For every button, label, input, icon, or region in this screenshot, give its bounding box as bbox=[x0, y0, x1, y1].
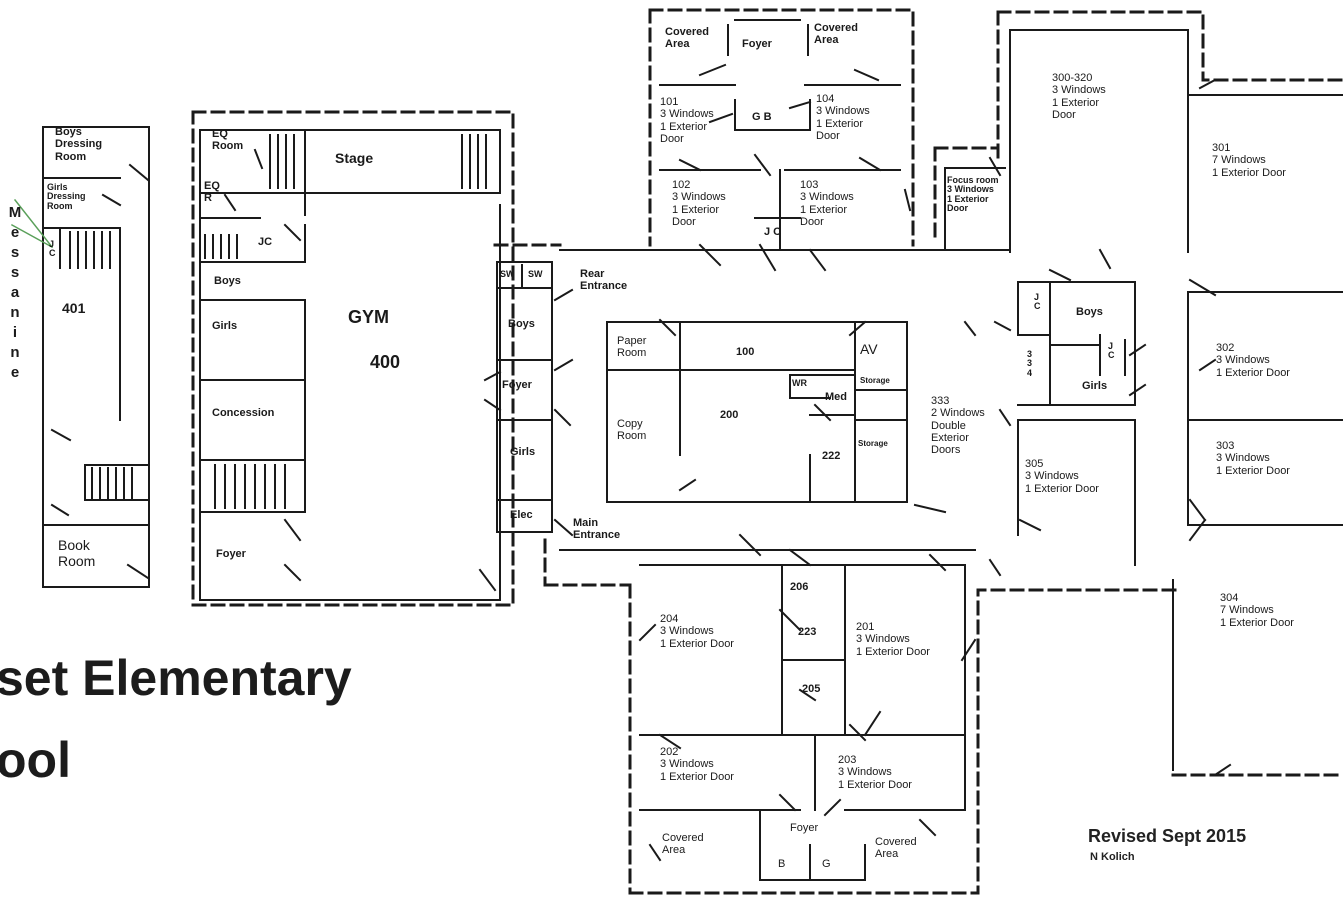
room-jc-center: J C bbox=[764, 226, 782, 238]
room-304: 304 7 Windows 1 Exterior Door bbox=[1220, 592, 1294, 629]
room-boys-center: Boys bbox=[508, 318, 535, 330]
mezzanine-wing bbox=[42, 126, 150, 588]
room-jc-right: J C bbox=[1034, 292, 1041, 312]
revision-note: Revised Sept 2015 bbox=[1088, 826, 1247, 846]
room-girls-gym: Girls bbox=[212, 320, 238, 332]
room-202: 202 3 Windows 1 Exterior Door bbox=[660, 746, 734, 783]
room-av: AV bbox=[860, 341, 878, 357]
room-401: 401 bbox=[62, 300, 86, 316]
room-101: 101 3 Windows 1 Exterior Door bbox=[660, 96, 714, 145]
room-sw-1: SW bbox=[500, 269, 515, 279]
room-concession: Concession bbox=[212, 407, 275, 419]
room-301: 301 7 Windows 1 Exterior Door bbox=[1212, 142, 1286, 179]
room-girls-right: Girls bbox=[1082, 380, 1108, 392]
room-stage: Stage bbox=[335, 150, 374, 166]
room-foyer-center: Foyer bbox=[502, 379, 532, 391]
room-206: 206 bbox=[790, 581, 809, 593]
room-302: 302 3 Windows 1 Exterior Door bbox=[1216, 342, 1290, 379]
school-title-line-2: ool bbox=[0, 732, 71, 788]
mezzanine-callout bbox=[10, 198, 54, 249]
covered-area-bottom-right: Covered Area bbox=[875, 836, 917, 861]
room-223: 223 bbox=[798, 626, 817, 638]
room-foyer-top: Foyer bbox=[742, 38, 772, 50]
room-205: 205 bbox=[802, 683, 821, 695]
mezzanine-label: M e s s a n i n e bbox=[8, 203, 22, 383]
mezzanine-letter: i bbox=[12, 324, 18, 341]
room-303: 303 3 Windows 1 Exterior Door bbox=[1216, 440, 1290, 477]
room-girls-dressing: Girls Dressing Room bbox=[47, 182, 86, 211]
room-eq-r: EQ R bbox=[204, 180, 220, 205]
room-103: 103 3 Windows 1 Exterior Door bbox=[800, 179, 854, 228]
room-400: 400 bbox=[370, 352, 401, 372]
room-gb-restrooms: G B bbox=[752, 111, 772, 123]
room-jc-mezzanine: J C bbox=[49, 239, 56, 259]
mezzanine-letter: s bbox=[10, 264, 20, 281]
mezzanine-letter: e bbox=[10, 224, 20, 241]
mezzanine-letter: e bbox=[10, 364, 20, 381]
room-book: Book Room bbox=[58, 537, 96, 570]
room-334: 3 3 4 bbox=[1027, 349, 1033, 378]
mezzanine-letter: s bbox=[10, 244, 20, 261]
room-gym: GYM bbox=[348, 307, 390, 327]
mezzanine-letter: n bbox=[10, 344, 20, 361]
covered-area-top-right: Covered Area bbox=[814, 22, 859, 47]
room-203: 203 3 Windows 1 Exterior Door bbox=[838, 754, 912, 791]
room-foyer-bottom: Foyer bbox=[790, 822, 819, 834]
room-305: 305 3 Windows 1 Exterior Door bbox=[1025, 458, 1099, 495]
room-jc-right-2: J C bbox=[1108, 341, 1115, 361]
room-copy: Copy Room bbox=[617, 418, 647, 443]
mezzanine-letter: M bbox=[8, 204, 22, 221]
room-paper: Paper Room bbox=[617, 335, 647, 360]
room-boys-right: Boys bbox=[1076, 306, 1103, 318]
room-b-restroom: B bbox=[778, 858, 786, 870]
covered-area-top-left: Covered Area bbox=[665, 26, 710, 51]
room-elec: Elec bbox=[510, 509, 533, 521]
room-300-320: 300-320 3 Windows 1 Exterior Door bbox=[1052, 72, 1106, 121]
rear-entrance: Rear Entrance bbox=[580, 268, 628, 293]
room-storage-2: Storage bbox=[858, 439, 888, 448]
room-333: 333 2 Windows Double Exterior Doors bbox=[931, 395, 985, 457]
room-med: Med bbox=[825, 391, 847, 403]
mezzanine-letter: a bbox=[10, 284, 20, 301]
gym-wing bbox=[191, 110, 515, 607]
room-wr: WR bbox=[792, 378, 807, 388]
school-title-line-1: set Elementary bbox=[0, 650, 352, 706]
room-foyer-gym: Foyer bbox=[216, 548, 246, 560]
room-204: 204 3 Windows 1 Exterior Door bbox=[660, 613, 734, 650]
room-sw-2: SW bbox=[528, 269, 543, 279]
room-222: 222 bbox=[822, 450, 841, 462]
revision-author: N Kolich bbox=[1090, 851, 1135, 863]
room-focus: Focus room 3 Windows 1 Exterior Door bbox=[947, 175, 999, 214]
room-100: 100 bbox=[736, 346, 755, 358]
room-104: 104 3 Windows 1 Exterior Door bbox=[816, 93, 870, 142]
room-g-restroom: G bbox=[822, 858, 831, 870]
room-boys-gym: Boys bbox=[214, 275, 241, 287]
room-boys-dressing: Boys Dressing Room bbox=[55, 126, 103, 163]
mezzanine-letter: n bbox=[10, 304, 20, 321]
covered-area-bottom-left: Covered Area bbox=[662, 832, 704, 857]
main-entrance: Main Entrance bbox=[573, 517, 621, 542]
room-jc-gym: JC bbox=[258, 236, 273, 248]
room-eq: EQ Room bbox=[212, 128, 244, 153]
room-102: 102 3 Windows 1 Exterior Door bbox=[672, 179, 726, 228]
room-201: 201 3 Windows 1 Exterior Door bbox=[856, 621, 930, 658]
room-girls-center: Girls bbox=[510, 446, 536, 458]
room-200: 200 bbox=[720, 409, 739, 421]
room-storage-1: Storage bbox=[860, 376, 890, 385]
